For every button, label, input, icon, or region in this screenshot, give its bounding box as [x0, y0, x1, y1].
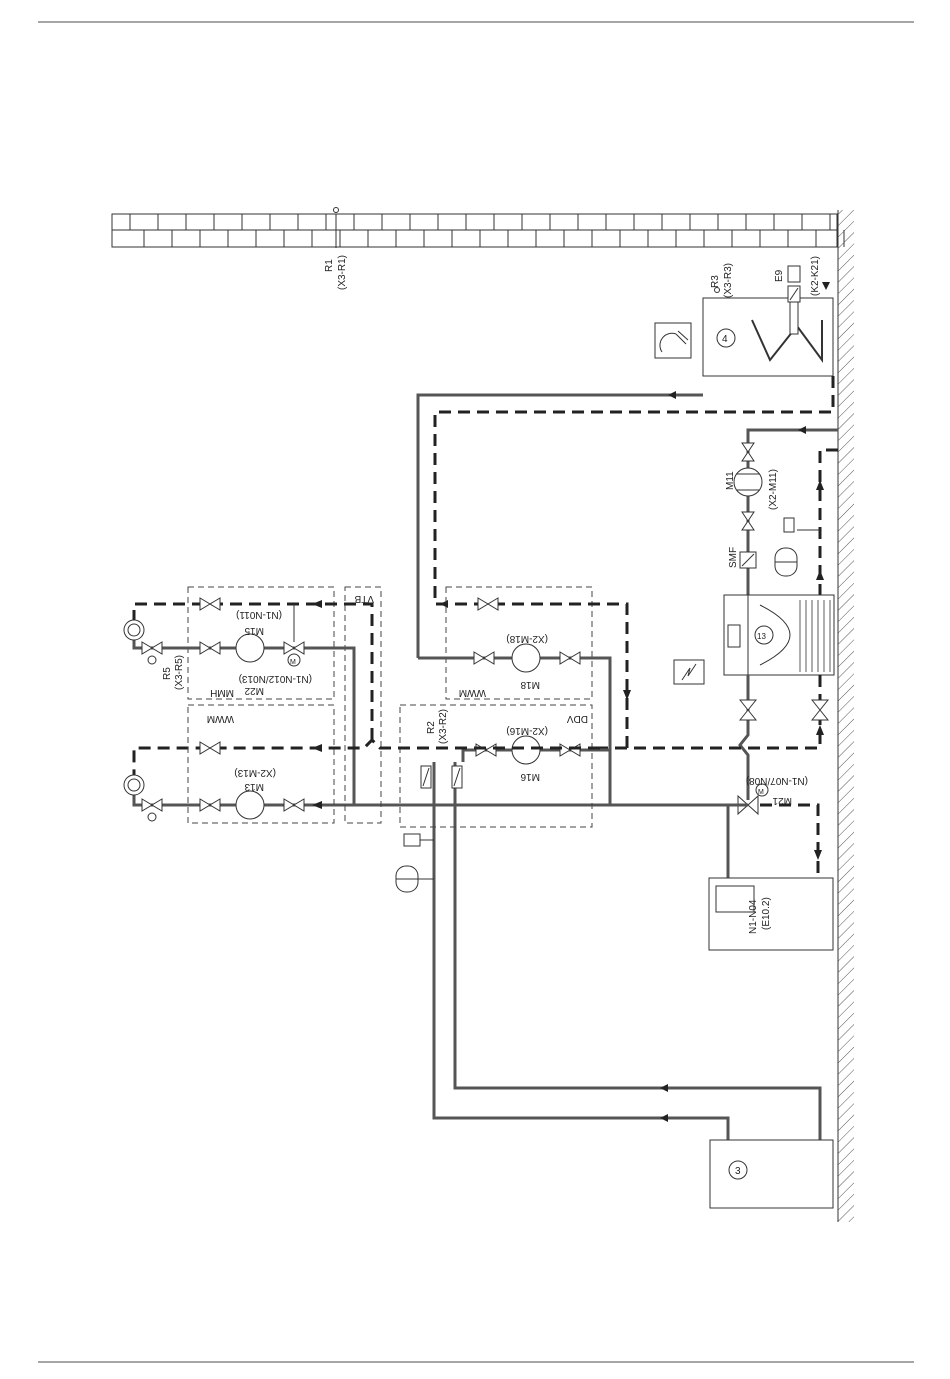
label-m22-conn: (N1-N012/N013) [239, 673, 312, 684]
filter-smf: SMF [728, 547, 756, 568]
label-vtb: VTB [354, 593, 374, 604]
heating-circuit-2: R5 (X3-R5) [124, 620, 185, 690]
label-r3-conn: (X3-R3) [723, 263, 734, 298]
label-m13: M13 [244, 781, 264, 792]
label-m15: M15 [244, 625, 264, 636]
pipe-n1-return [760, 805, 818, 878]
pipe-source-return [820, 450, 838, 595]
pump-m16: M16 (X2-M16) [476, 725, 580, 782]
pipe-buffer-return [434, 762, 728, 1140]
valve-mmh-return [200, 598, 220, 610]
label-m11-conn: (X2-M11) [768, 469, 779, 510]
controller-n1: N1-N04 (E10.2) [709, 878, 833, 950]
pump-m11: M11 (X2-M11) [725, 443, 779, 530]
label-mmh: MMH [210, 687, 234, 698]
heating-circuit-1 [124, 775, 162, 821]
label-m21-conn: (N1-N07/N08) [746, 775, 808, 786]
label-wwm-right: WWM [459, 687, 486, 698]
label-r5-conn: (X3-R5) [174, 655, 185, 690]
label-m18: M18 [520, 679, 540, 690]
pipe-tank-flow [418, 395, 703, 658]
pump-m18: M18 (X2-M18) [474, 633, 580, 690]
label-m22: M22 [244, 685, 264, 696]
valve-m13-return [200, 742, 220, 754]
label-n1-conn: (E10.2) [761, 897, 772, 930]
heat-pump-unit: 13 [724, 595, 834, 675]
label-r1: R1 [324, 259, 335, 272]
box-vtb [345, 587, 381, 823]
label-m11: M11 [725, 471, 736, 490]
valves-hp-connection [740, 700, 828, 720]
pump-m13: M13 (X2-M13) [200, 767, 304, 819]
label-r5: R5 [162, 667, 173, 680]
label-m16: M16 [520, 771, 540, 782]
label-m16-conn: (X2-M16) [506, 725, 548, 736]
label-num-4: 4 [722, 334, 728, 345]
label-smf: SMF [728, 547, 739, 568]
label-n1: N1-N04 [748, 899, 759, 934]
buffer-tank: 3 [710, 1140, 833, 1208]
pipe-buffer-flow [455, 762, 820, 1140]
label-r2-conn: (X3-R2) [438, 709, 449, 744]
label-ddv: DDV [567, 713, 588, 724]
label-e9: E9 [774, 269, 785, 282]
pipe-vtb-flow [304, 648, 354, 805]
label-r3: R3 [710, 275, 721, 288]
label-e9-conn: (K2-K21) [810, 256, 821, 296]
label-m13-conn: (X2-M13) [234, 767, 276, 778]
label-m15-conn: (N1-N011) [236, 609, 282, 620]
brick-wall [112, 214, 844, 247]
valve-m18-return [478, 598, 498, 610]
power-supply-icon [674, 660, 704, 684]
expansion-vessel-heating [396, 834, 434, 892]
label-motor-m22: M [290, 659, 296, 666]
label-r2: R2 [426, 721, 437, 734]
shower-icon [655, 323, 691, 358]
pipe-hp-return [600, 675, 820, 748]
expansion-vessel-source [775, 518, 820, 576]
label-wwm-left: WWM [207, 713, 234, 724]
ground-hatch [838, 210, 854, 1222]
label-motor-m21: M [758, 789, 764, 796]
label-r1-conn: (X3-R1) [337, 255, 348, 290]
label-num-13: 13 [757, 632, 766, 641]
label-m18-conn: (X2-M18) [506, 633, 548, 644]
label-num-3: 3 [735, 1166, 741, 1177]
pump-m15: M15 (N1-N011) [200, 609, 282, 662]
